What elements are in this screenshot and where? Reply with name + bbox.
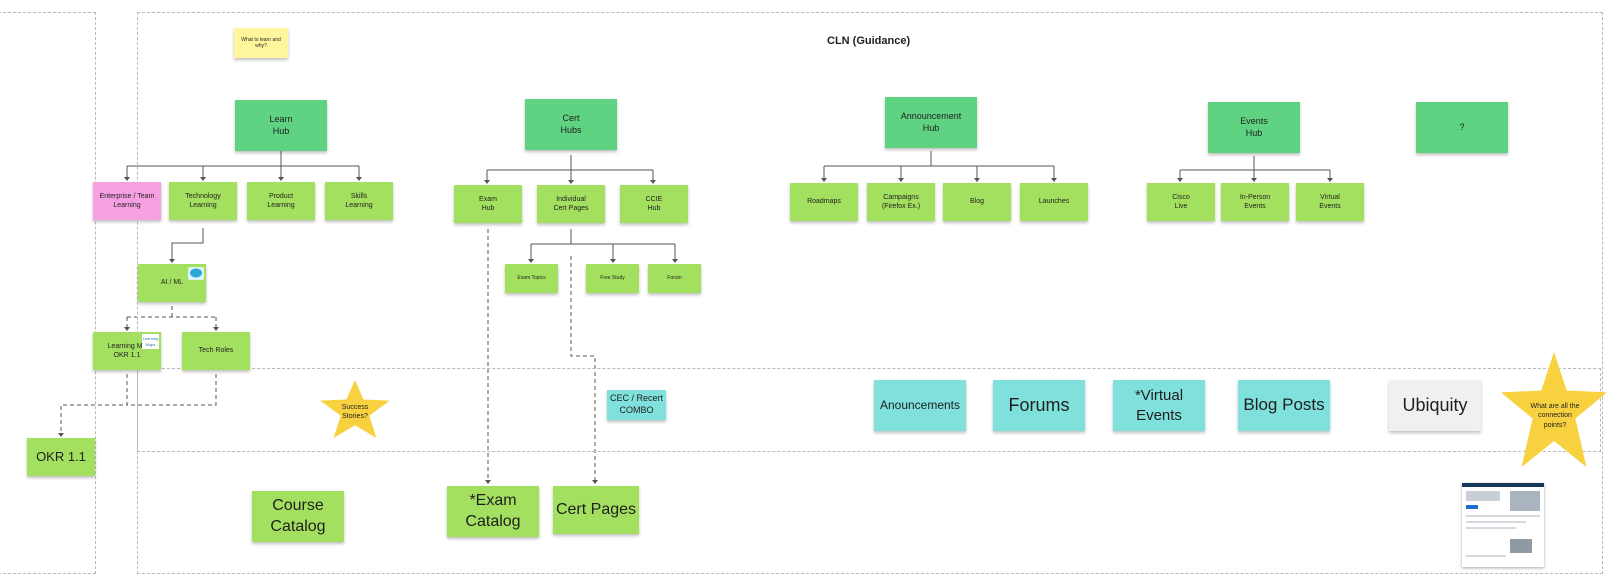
note-events-hub[interactable]: Events Hub — [1208, 102, 1300, 153]
webpage-screenshot-thumbnail[interactable] — [1462, 483, 1544, 567]
star-success-stories[interactable] — [319, 380, 391, 438]
note-enterprise-team-learning[interactable]: Enterprise / Team Learning — [93, 182, 161, 220]
note-learning-maps-okr[interactable]: Learning Ma OKR 1.1 — [93, 332, 161, 370]
shared-content-band — [137, 368, 1601, 452]
arrowhead — [124, 327, 130, 331]
thumbnail-text-lines — [1466, 527, 1516, 529]
note-ubiquity[interactable]: Ubiquity — [1389, 380, 1481, 431]
star-connection-points[interactable] — [1500, 352, 1608, 467]
note-launches[interactable]: Launches — [1020, 183, 1088, 221]
note-roadmaps[interactable]: Roadmaps — [790, 183, 858, 221]
frame-title: CLN (Guidance) — [827, 35, 911, 47]
note-forums[interactable]: Forums — [993, 380, 1085, 431]
note-cec-recert-combo[interactable]: CEC / Recert COMBO — [607, 390, 666, 420]
left-column-frame — [0, 12, 96, 574]
note-blog-posts[interactable]: Blog Posts — [1238, 380, 1330, 431]
note-learn-hub[interactable]: Learn Hub — [235, 100, 327, 151]
note-forum[interactable]: Forum — [648, 264, 701, 293]
note-campaigns[interactable]: Campaigns (Firefox Ex.) — [867, 183, 935, 221]
note-virtual-events-starred[interactable]: *Virtual Events — [1113, 380, 1205, 431]
badge-learning-maps: Learning Maps — [142, 334, 159, 349]
note-technology-learning[interactable]: Technology Learning — [169, 182, 237, 220]
note-in-person-events[interactable]: In-Person Events — [1221, 183, 1289, 221]
arrowhead — [124, 177, 130, 181]
thumbnail-text-lines — [1466, 521, 1526, 523]
note-individual-cert-pages[interactable]: Individual Cert Pages — [537, 185, 605, 223]
note-cisco-live[interactable]: Cisco Live — [1147, 183, 1215, 221]
thumbnail-button — [1466, 505, 1478, 509]
note-virtual-events[interactable]: Virtual Events — [1296, 183, 1364, 221]
note-ccie-hub[interactable]: CCIE Hub — [620, 185, 688, 223]
thumbnail-text-lines — [1466, 515, 1540, 517]
note-product-learning[interactable]: Product Learning — [247, 182, 315, 220]
chat-bubble-icon — [188, 267, 204, 280]
note-cert-hubs[interactable]: Cert Hubs — [525, 99, 617, 150]
note-announcement-hub[interactable]: Announcement Hub — [885, 97, 977, 148]
note-free-study[interactable]: Free Study — [586, 264, 639, 293]
note-cert-pages[interactable]: Cert Pages — [553, 486, 639, 534]
note-exam-catalog[interactable]: *Exam Catalog — [447, 486, 539, 537]
note-blog[interactable]: Blog — [943, 183, 1011, 221]
star-connection-points-label: What are all the connection points? — [1530, 403, 1580, 429]
cln-guidance-frame[interactable] — [137, 12, 1603, 574]
note-exam-hub[interactable]: Exam Hub — [454, 185, 522, 223]
note-skills-learning[interactable]: Skills Learning — [325, 182, 393, 220]
thumbnail-title-block — [1466, 491, 1500, 501]
star-success-stories-label: Success Stories? — [341, 403, 369, 420]
note-unknown-hub[interactable]: ? — [1416, 102, 1508, 153]
thumbnail-header-bar — [1462, 483, 1544, 487]
note-course-catalog[interactable]: Course Catalog — [252, 491, 344, 542]
thumbnail-hero-image — [1510, 491, 1540, 511]
note-okr-1-1[interactable]: OKR 1.1 — [27, 438, 95, 476]
note-exam-topics[interactable]: Exam Topics — [505, 264, 558, 293]
note-anouncements[interactable]: Anouncements — [874, 380, 966, 431]
thumbnail-text-lines — [1466, 555, 1506, 557]
thumbnail-card-image — [1510, 539, 1532, 553]
note-tech-roles[interactable]: Tech Roles — [182, 332, 250, 370]
note-what-to-learn[interactable]: What to learn and why? — [234, 28, 288, 58]
